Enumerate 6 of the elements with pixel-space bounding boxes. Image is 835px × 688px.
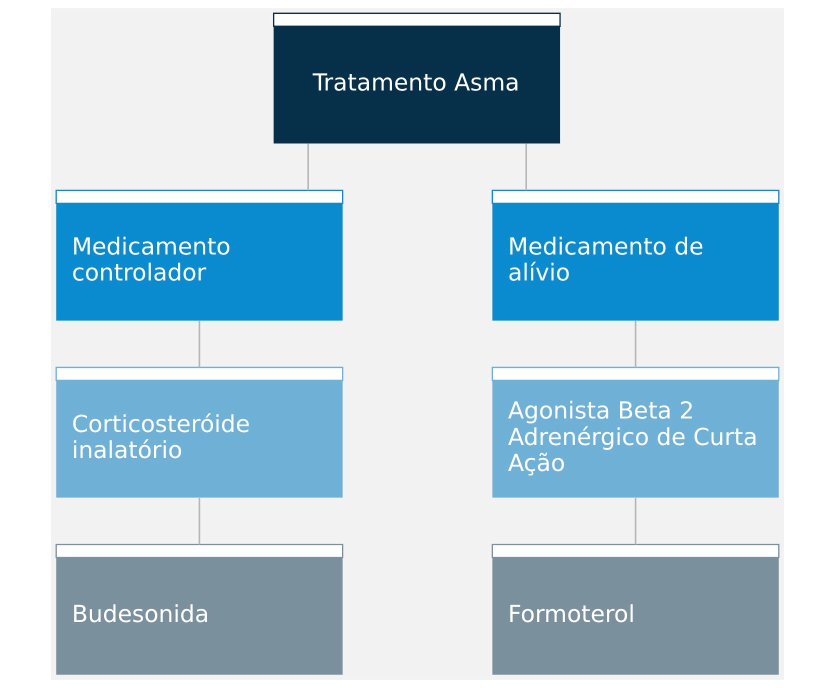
- connector: [198, 320, 200, 368]
- connector: [634, 498, 636, 544]
- connector: [198, 498, 200, 544]
- connector: [307, 144, 309, 190]
- connector: [634, 320, 636, 368]
- connector: [525, 144, 527, 190]
